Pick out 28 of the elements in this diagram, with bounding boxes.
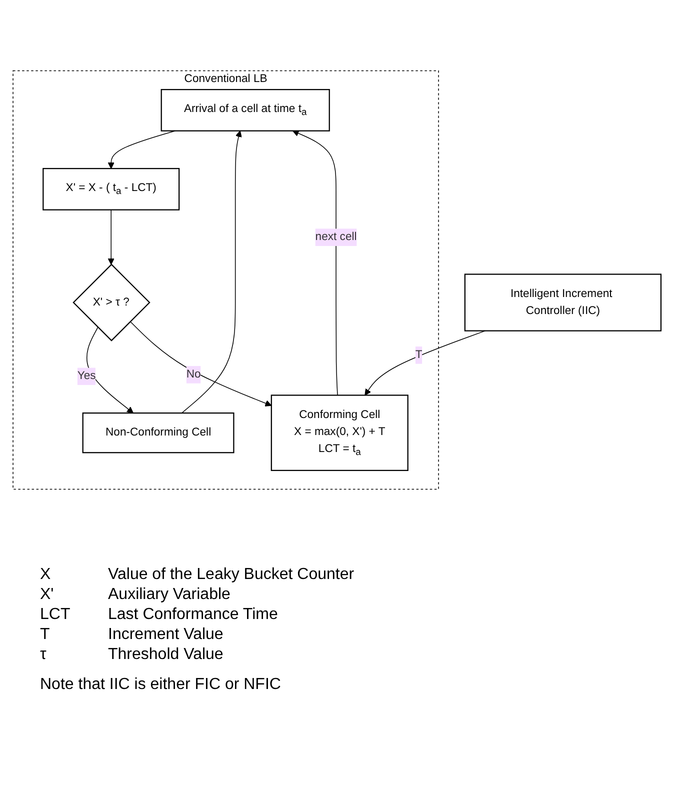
symbol-description: Increment Value: [108, 626, 224, 644]
symbol-label: X': [40, 586, 55, 604]
edge-label: No: [186, 368, 200, 380]
arrow: [86, 326, 134, 414]
edge-label: T: [414, 348, 422, 361]
node-box: Intelligent Increment Controller (IIC): [464, 274, 662, 332]
edge-label: next cell: [314, 230, 356, 243]
symbol-description: Threshold Value: [108, 646, 224, 664]
arrow: [107, 209, 114, 265]
symbol-description: Auxiliary Variable: [108, 586, 232, 604]
symbol-label: T: [40, 626, 51, 644]
arrow: [292, 130, 338, 396]
node-box: X' = X - ( t$_{a}$ - LCT): [42, 168, 180, 210]
symbol-label: τ: [40, 646, 48, 664]
arrow: [180, 130, 242, 414]
node-box: Arrival of a cell at time t$_{a}$: [160, 89, 330, 132]
node-diamond: X' > τ ?: [72, 264, 150, 342]
edge-label: Yes: [76, 369, 96, 382]
symbol-label: X: [40, 566, 52, 584]
arrow: [129, 321, 272, 406]
symbol-description: Value of the Leaky Bucket Counter: [108, 566, 356, 584]
node-box: Conforming Cell X = max(0, X') + T LCT = t$_{a}$: [270, 394, 408, 471]
node-box: Non-Conforming Cell: [82, 412, 234, 454]
arrow: [107, 130, 176, 169]
note-text: Note that IIC is either FIC or NFIC: [40, 676, 282, 694]
symbol-description: Last Conformance Time: [108, 606, 279, 624]
arrow: [364, 330, 486, 396]
symbol-label: LCT: [40, 606, 72, 624]
